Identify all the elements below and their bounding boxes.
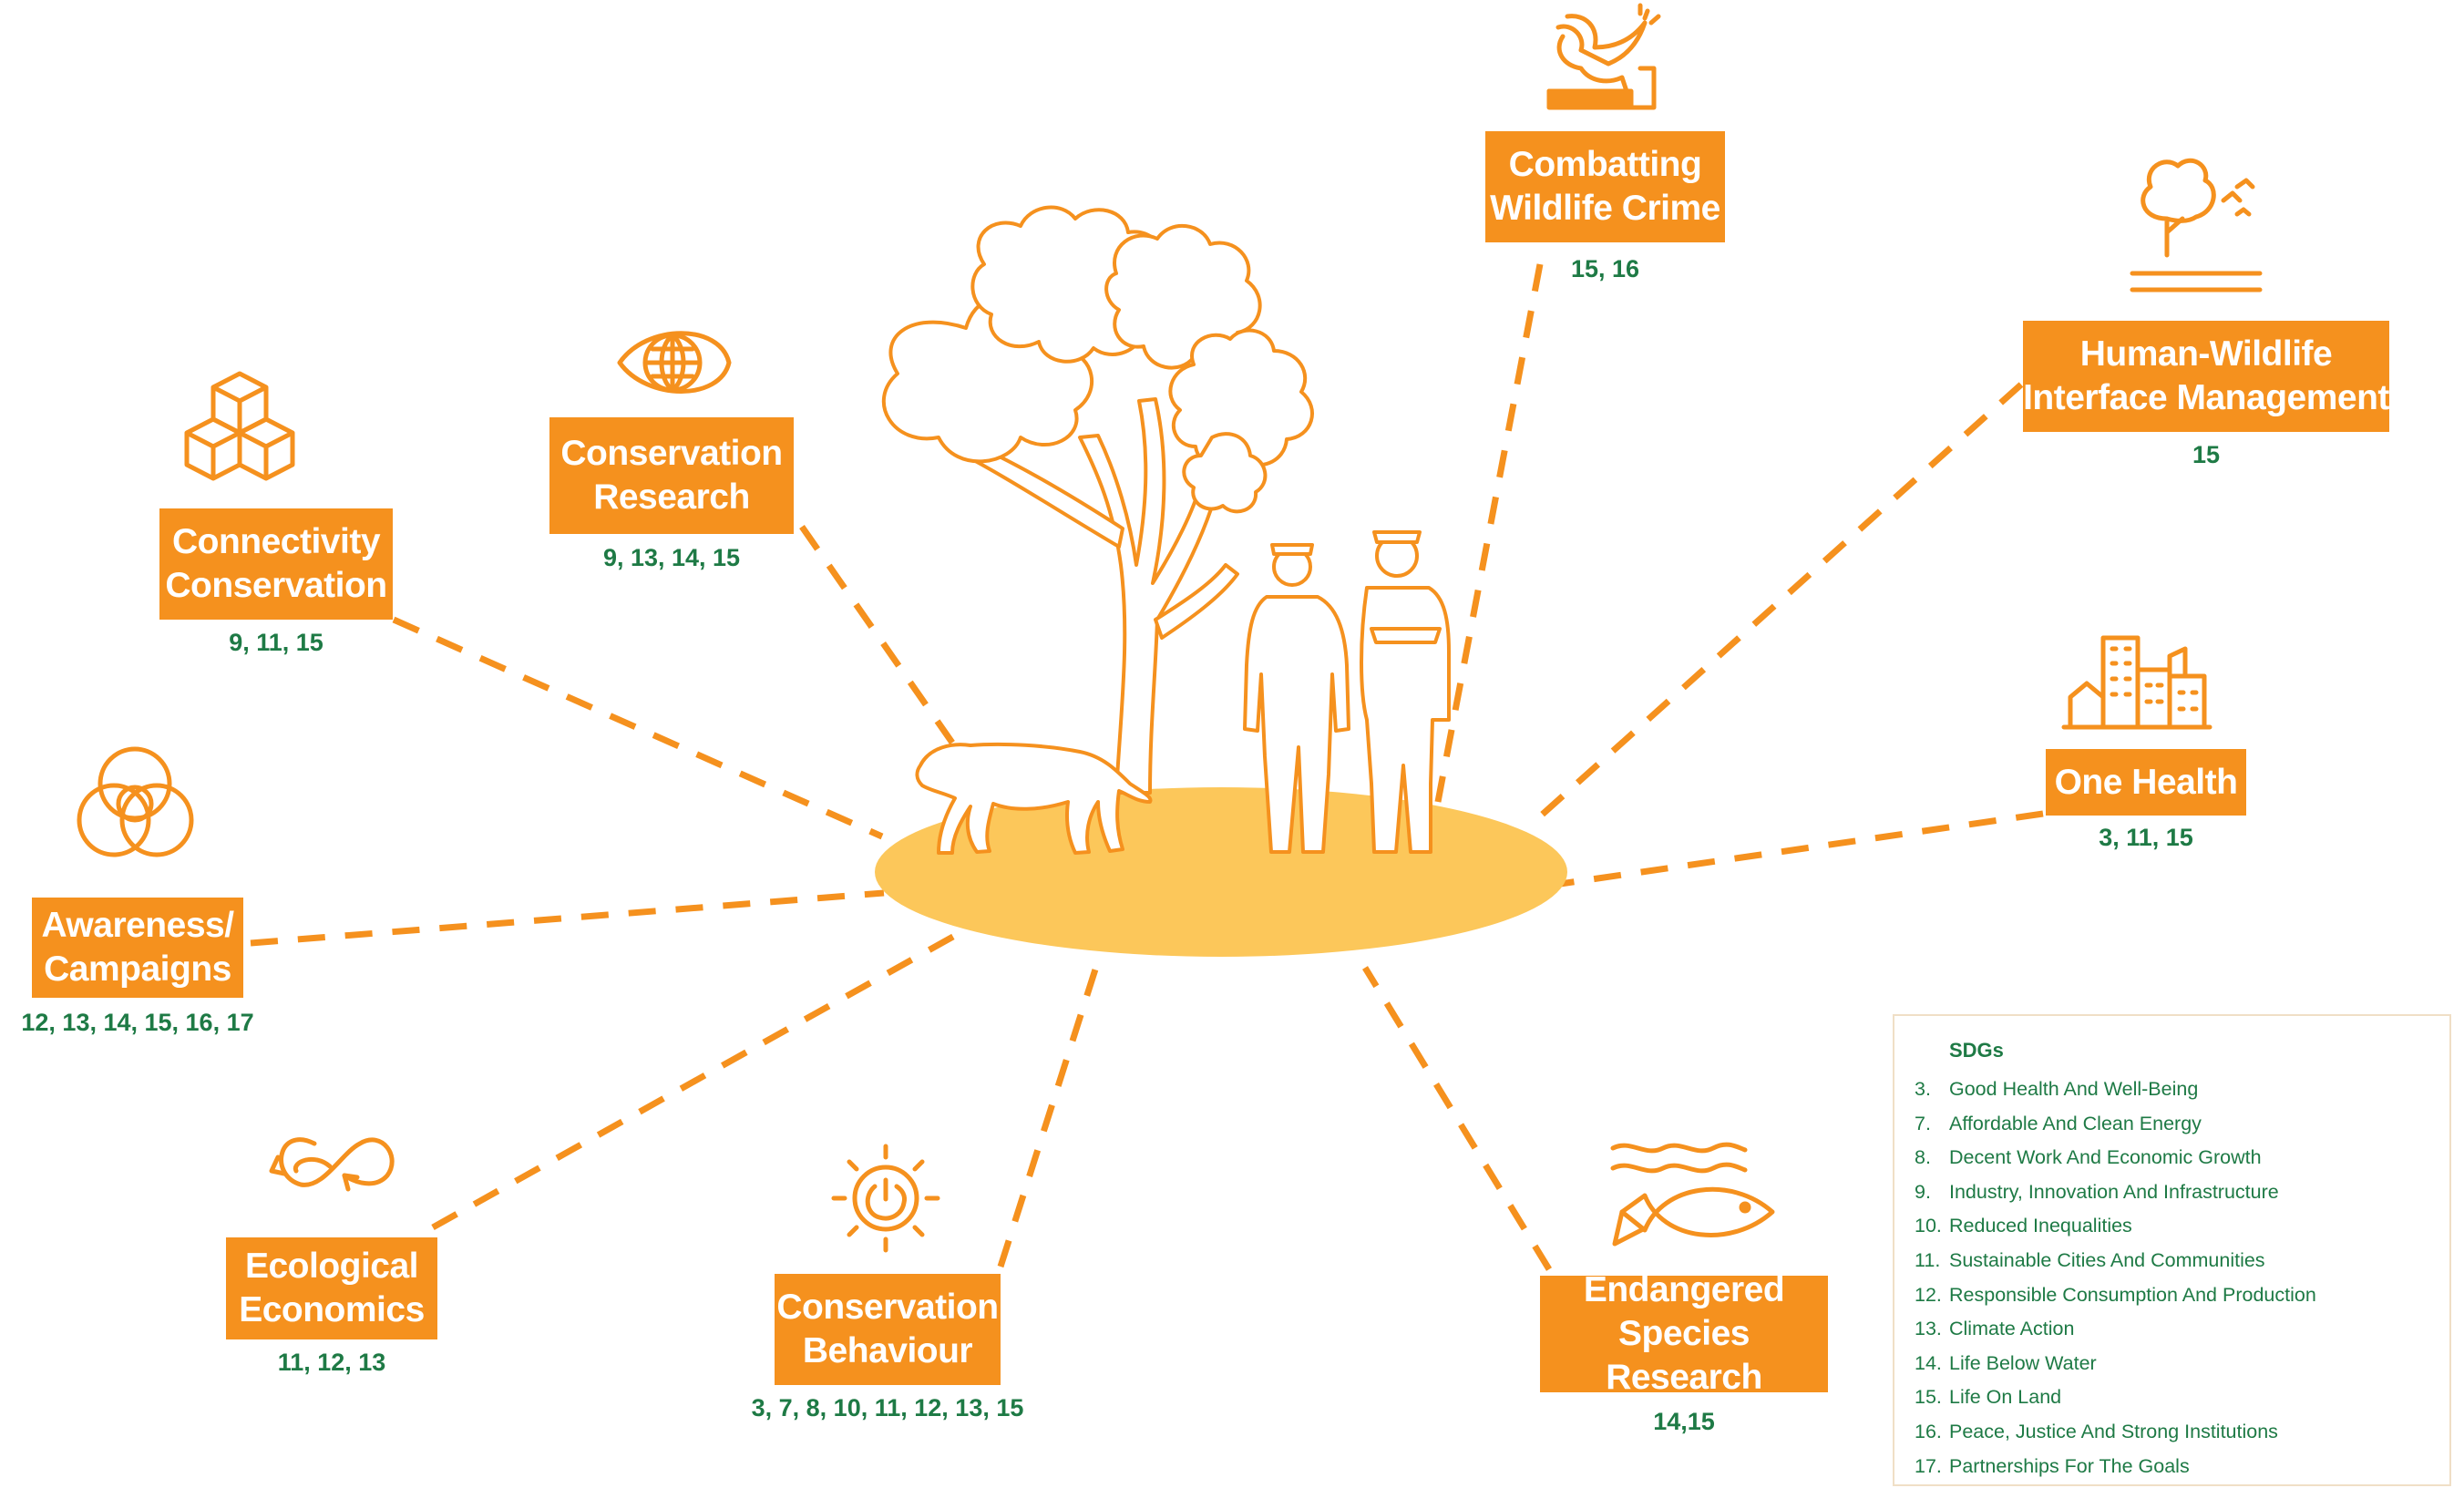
legend-item-label: Life Below Water (1949, 1351, 2097, 1374)
dove-icon (1546, 3, 1661, 110)
legend-item-label: Life On Land (1949, 1386, 2062, 1409)
node-title-line: Economics (239, 1290, 425, 1329)
legend-item-label: Climate Action (1949, 1318, 2075, 1340)
connector-conservation-research (799, 525, 955, 744)
tiger-illustration (915, 742, 1153, 855)
legend-item-label: Reduced Inequalities (1949, 1215, 2132, 1237)
node-sdgs-ecological-economics: 11, 12, 13 (277, 1349, 386, 1376)
legend-title: SDGs (1949, 1039, 2004, 1062)
connector-awareness (250, 889, 885, 947)
legend-item-number: 16. (1915, 1420, 1942, 1442)
legend-item-number: 12. (1915, 1283, 1942, 1306)
cubes-icon (184, 371, 295, 481)
node-title-line: Connectivity (171, 522, 381, 561)
people-illustration (1243, 530, 1451, 854)
legend-item: 12. Responsible Consumption And Productio… (1915, 1278, 2316, 1313)
legend-item-number: 7. (1915, 1112, 1931, 1134)
node-title-line: Interface Management (2023, 378, 2389, 417)
node-sdgs-awareness-campaigns: 12, 13, 14, 15, 16, 17 (21, 1009, 254, 1036)
recycle-infinity-icon (269, 1137, 395, 1192)
node-sdgs-connectivity-conservation: 9, 11, 15 (229, 629, 323, 656)
node-box-one-health: One Health (2046, 749, 2246, 816)
legend-item-label: Industry, Innovation And Infrastructure (1949, 1180, 2279, 1203)
connector-connectivity (392, 616, 884, 840)
city-buildings-icon (2061, 635, 2212, 730)
node-title-line: One Health (2054, 762, 2238, 802)
legend-item: 10. Reduced Inequalities (1915, 1209, 2316, 1244)
node-title-line: Research (593, 477, 750, 517)
node-box-awareness-campaigns: Awareness/Campaigns (32, 898, 243, 998)
legend-item-number: 13. (1915, 1318, 1942, 1340)
legend-item-label: Decent Work And Economic Growth (1949, 1146, 2262, 1169)
legend-item-label: Affordable And Clean Energy (1949, 1112, 2202, 1134)
node-title-line: Campaigns (44, 949, 231, 989)
legend-item-number: 10. (1915, 1215, 1942, 1237)
node-sdgs-one-health: 3, 11, 15 (2099, 824, 2193, 851)
tree-landscape-icon (2130, 158, 2263, 292)
legend-item: 8. Decent Work And Economic Growth (1915, 1141, 2316, 1175)
legend-item-label: Good Health And Well-Being (1949, 1078, 2199, 1100)
legend-item-number: 14. (1915, 1351, 1942, 1374)
connector-endangered-species (1362, 966, 1552, 1271)
legend-item-label: Responsible Consumption And Production (1949, 1283, 2316, 1306)
node-title-line: Ecological (244, 1247, 419, 1286)
node-title-line: Species Research (1606, 1314, 1762, 1397)
legend-item-number: 3. (1915, 1078, 1931, 1100)
legend-item-number: 11. (1915, 1248, 1941, 1271)
node-title-line: Wildlife Crime (1490, 189, 1720, 228)
legend-item: 14. Life Below Water (1915, 1347, 2316, 1381)
node-title-line: Behaviour (802, 1331, 973, 1370)
legend-item: 17. Partnerships For The Goals (1915, 1450, 2316, 1484)
connector-combatting-wildlife-crime (1434, 263, 1544, 803)
legend-item-number: 9. (1915, 1180, 1931, 1203)
legend-item: 3. Good Health And Well-Being (1915, 1072, 2316, 1107)
legend-item-number: 17. (1915, 1454, 1942, 1477)
node-title-line: Awareness/ (41, 906, 234, 945)
legend-item: 13. Climate Action (1915, 1312, 2316, 1347)
node-sdgs-human-wildlife-interface-management: 15 (2192, 441, 2221, 468)
node-title-line: Conservation (560, 434, 783, 473)
node-title-line: Conservation (776, 1288, 999, 1327)
circles-icon (77, 746, 194, 857)
connector-ecological-economics (431, 926, 968, 1231)
globe-eye-icon (617, 331, 732, 394)
legend-item-number: 15. (1915, 1386, 1942, 1409)
legend-item: 7. Affordable And Clean Energy (1915, 1107, 2316, 1142)
legend-item-label: Sustainable Cities And Communities (1949, 1248, 2265, 1271)
fish-waves-icon (1610, 1142, 1775, 1247)
node-title-line: Human-Wildlife (2079, 334, 2333, 374)
legend-item-label: Peace, Justice And Strong Institutions (1949, 1420, 2278, 1442)
node-title-line: Endangered (1583, 1270, 1785, 1309)
sun-power-icon (831, 1144, 940, 1253)
tree-illustration (881, 205, 1314, 795)
legend-item: 15. Life On Land (1915, 1380, 2316, 1415)
sdg-legend: SDGs 3. Good Health And Well-Being 7. Affo… (1893, 1014, 2451, 1486)
connector-human-wildlife (1528, 382, 2024, 827)
legend-list: 3. Good Health And Well-Being 7. Affordabl… (1915, 1072, 2316, 1483)
legend-item-label: Partnerships For The Goals (1949, 1454, 2190, 1477)
node-title-line: Conservation (165, 566, 387, 605)
connector-conservation-behaviour (997, 950, 1104, 1268)
legend-item: 9. Industry, Innovation And Infrastructur… (1915, 1175, 2316, 1210)
node-sdgs-conservation-research: 9, 13, 14, 15 (602, 544, 741, 571)
connector-one-health (1559, 810, 2044, 888)
node-title-line: Combatting (1508, 145, 1702, 184)
node-sdgs-endangered-species-research: 14,15 (1653, 1408, 1715, 1435)
legend-item: 16. Peace, Justice And Strong Institution… (1915, 1415, 2316, 1450)
connector-lines (250, 263, 2044, 1271)
node-sdgs-combatting-wildlife-crime: 15, 16 (1570, 255, 1640, 282)
legend-item-number: 8. (1915, 1146, 1931, 1169)
node-sdgs-conservation-behaviour: 3, 7, 8, 10, 11, 12, 13, 15 (751, 1394, 1024, 1421)
legend-item: 11. Sustainable Cities And Communities (1915, 1244, 2316, 1278)
